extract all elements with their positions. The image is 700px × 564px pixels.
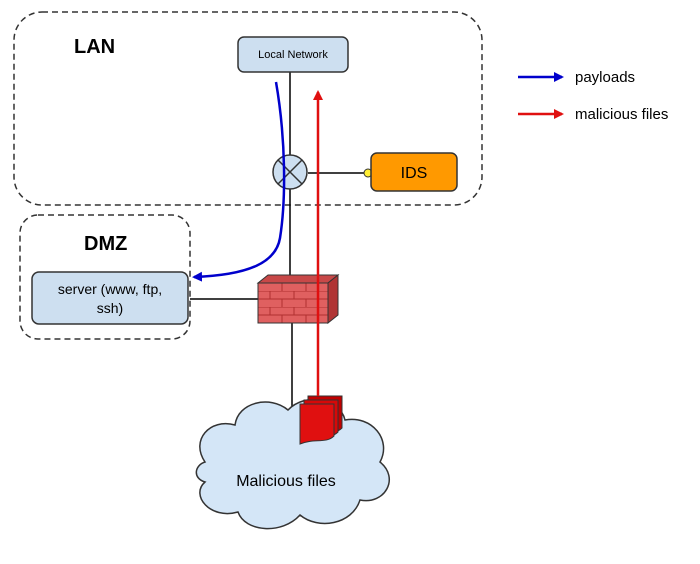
payload-flow-arrow: [192, 81, 286, 282]
cloud-label: Malicious files: [236, 473, 336, 490]
malicious-files-icon: [299, 395, 343, 445]
legend-payloads-label: payloads: [575, 69, 635, 86]
dmz-label: DMZ: [84, 233, 127, 255]
legend: payloads malicious files: [518, 69, 668, 123]
cloud-icon: [195, 398, 390, 530]
firewall-icon: [256, 273, 340, 325]
ids-node: [370, 152, 458, 192]
local-network-label: Local Network: [258, 49, 328, 61]
switch-icon: [272, 154, 308, 190]
server-node: [31, 271, 189, 325]
local-network-node: [237, 36, 349, 73]
legend-malicious-label: malicious files: [575, 106, 668, 123]
ids-label: IDS: [401, 165, 428, 182]
lan-zone: [13, 11, 483, 206]
server-label-line2: ssh): [97, 300, 123, 316]
server-label-line1: server (www, ftp,: [58, 281, 162, 297]
dmz-zone: [19, 214, 191, 340]
lan-label: LAN: [74, 36, 115, 58]
